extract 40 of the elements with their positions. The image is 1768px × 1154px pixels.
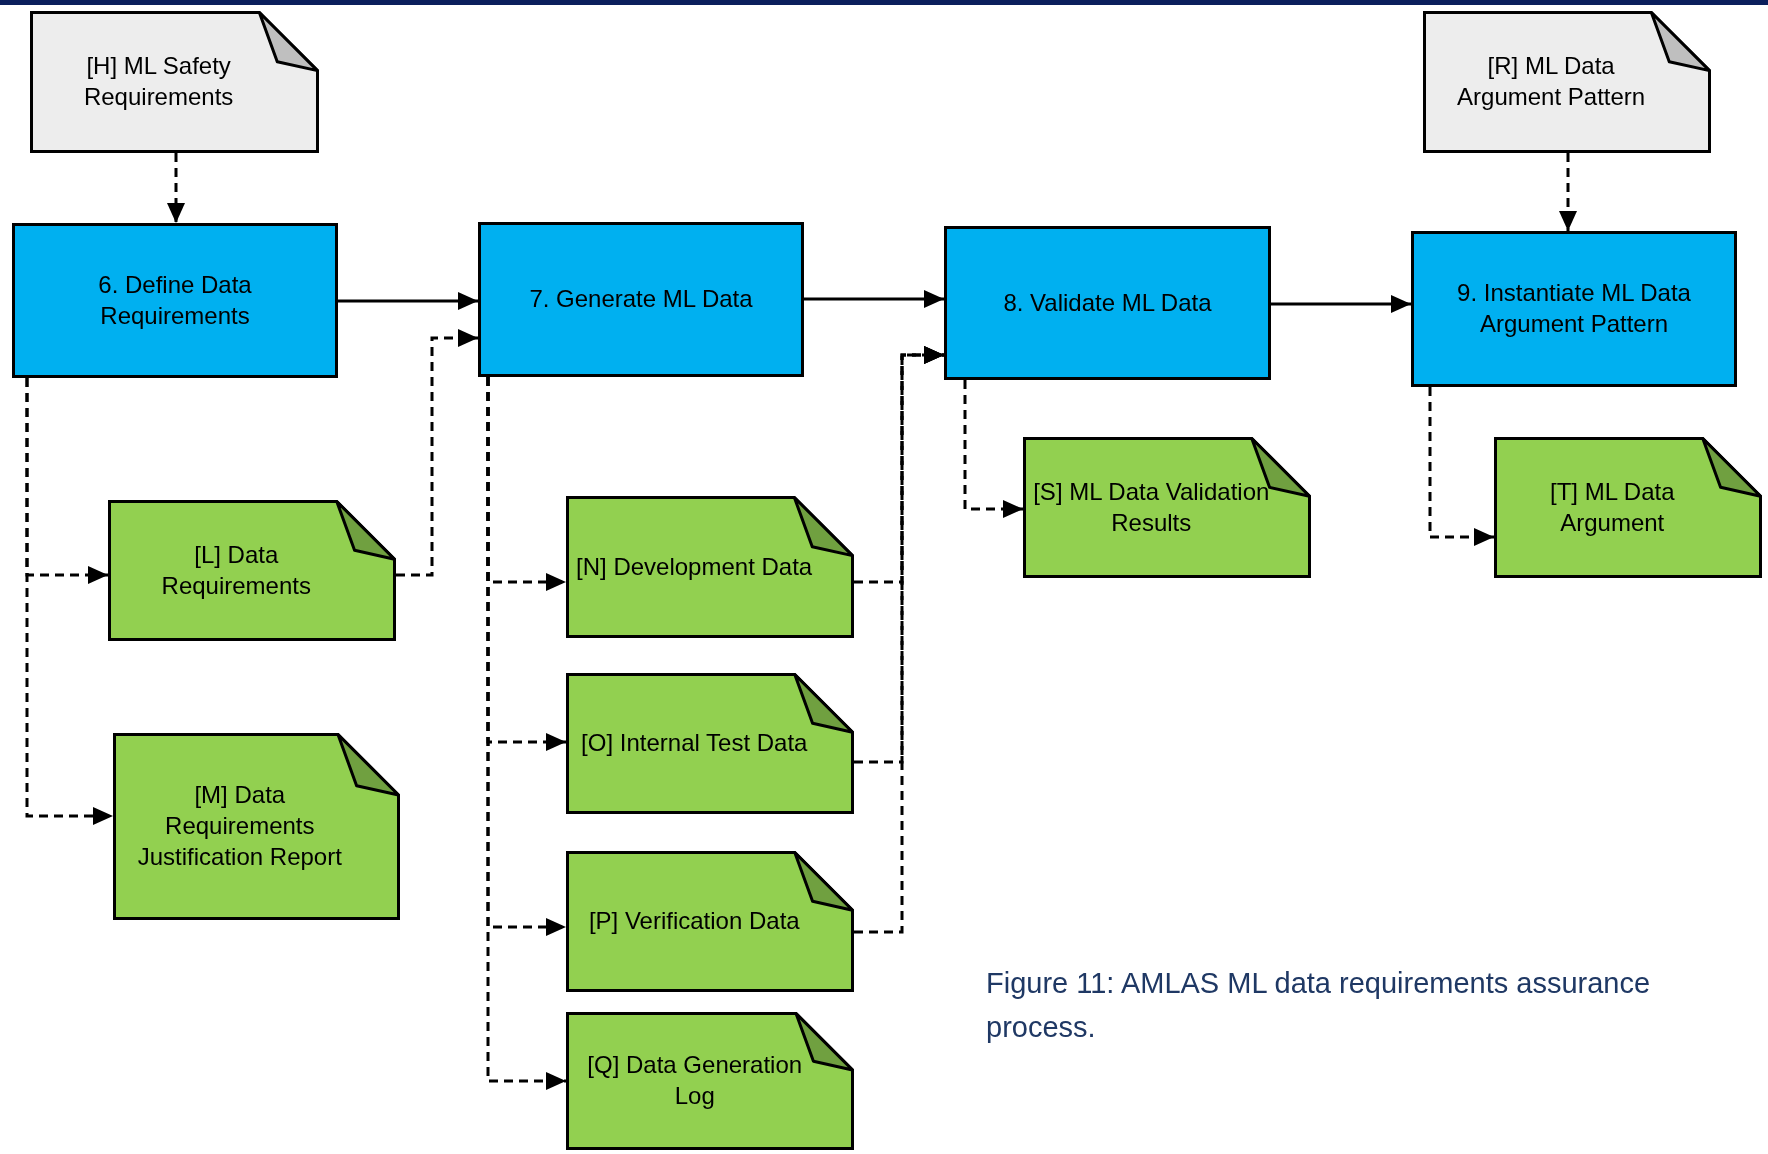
- process-box: [12, 223, 338, 378]
- connector-arrow: [854, 346, 944, 934]
- connector-arrow: [338, 292, 478, 310]
- node-label: [M] Data Requirements Justification Report: [136, 780, 343, 872]
- input-document: [30, 11, 319, 153]
- node-label: 9. Instantiate ML Data Argument Pattern: [1456, 278, 1692, 339]
- output-document: [1494, 437, 1762, 578]
- connector-arrow: [1559, 153, 1577, 231]
- node-label: 7. Generate ML Data: [529, 284, 753, 315]
- node-label: [L] Data Requirements: [160, 539, 312, 601]
- node-label: 8. Validate ML Data: [1003, 287, 1212, 318]
- input-document: [1423, 11, 1711, 153]
- process-box: [944, 226, 1271, 380]
- node-label: [P] Verification Data: [588, 906, 800, 937]
- output-document: [108, 500, 396, 641]
- node-label: [Q] Data Generation Log: [586, 1050, 804, 1111]
- output-document: [566, 673, 854, 814]
- process-box: [1411, 231, 1737, 387]
- node-label: [T] ML Data Argument: [1549, 476, 1676, 538]
- connector-arrow: [486, 377, 566, 1090]
- output-document: [566, 1012, 854, 1150]
- figure-caption: Figure 11: AMLAS ML data requirements assurance process.: [986, 966, 1652, 1045]
- output-document: [566, 496, 854, 638]
- connector-arrow: [167, 153, 185, 223]
- output-document: [113, 733, 400, 920]
- node-label: 6. Define Data Requirements: [97, 269, 253, 331]
- connector-arrow: [1428, 387, 1494, 546]
- output-document: [1023, 437, 1311, 578]
- node-label: [S] ML Data Validation Results: [1033, 476, 1270, 538]
- connector-arrow: [25, 378, 113, 825]
- connector-arrow: [804, 290, 944, 308]
- node-label: [H] ML Safety Requirements: [82, 51, 235, 112]
- node-label: [O] Internal Test Data: [581, 728, 808, 759]
- process-box: [478, 222, 804, 377]
- connector-arrow: [1271, 295, 1411, 313]
- node-label: [N] Development Data: [576, 551, 813, 582]
- connector-arrow: [963, 380, 1023, 518]
- output-document: [566, 851, 854, 992]
- node-label: [R] ML Data Argument Pattern: [1456, 51, 1647, 112]
- connector-arrow: [396, 329, 478, 577]
